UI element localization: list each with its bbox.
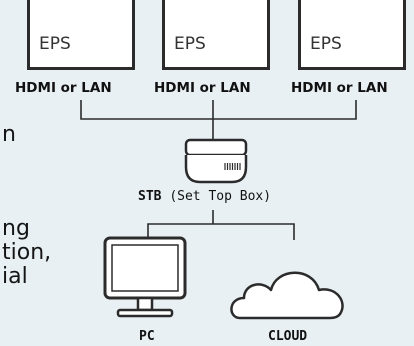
eps-screen-label: EPS bbox=[174, 34, 206, 54]
pc-monitor-icon bbox=[103, 236, 187, 318]
stb-box-icon bbox=[184, 138, 248, 184]
paragraph-fragment-2: ng bbox=[2, 216, 30, 241]
paragraph-fragment-3: tion, bbox=[2, 240, 52, 265]
pc-label: PC bbox=[139, 329, 155, 344]
eps-screen-2: EPS bbox=[162, 0, 270, 70]
paragraph-fragment-4: ial bbox=[2, 264, 28, 289]
connection-label-3: HDMI or LAN bbox=[291, 80, 388, 96]
stb-name: STB bbox=[138, 189, 162, 204]
connection-label-2: HDMI or LAN bbox=[154, 80, 251, 96]
top-bracket-line bbox=[80, 100, 357, 120]
bottom-bracket-line bbox=[147, 210, 295, 240]
stb-label: STB (Set Top Box) bbox=[138, 189, 271, 205]
eps-screen-label: EPS bbox=[310, 34, 342, 54]
cloud-icon bbox=[230, 271, 344, 320]
stb-description: (Set Top Box) bbox=[169, 189, 272, 204]
connection-label-1: HDMI or LAN bbox=[15, 80, 112, 96]
paragraph-fragment-1: n bbox=[2, 122, 16, 147]
cloud-label: CLOUD bbox=[268, 329, 308, 344]
eps-screen-3: EPS bbox=[298, 0, 406, 70]
eps-screen-label: EPS bbox=[39, 34, 71, 54]
eps-screen-1: EPS bbox=[27, 0, 135, 70]
